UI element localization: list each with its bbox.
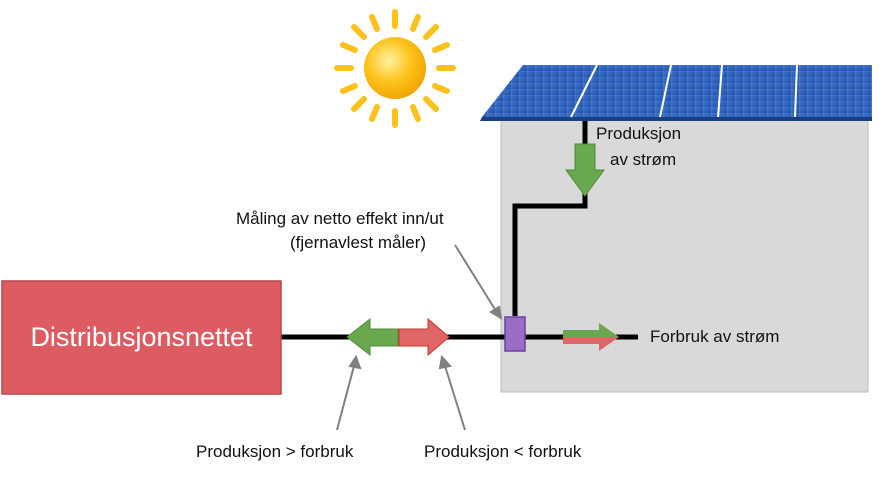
pointer-lines	[336, 244, 503, 431]
meter-label-line1: Måling av netto effekt inn/ut	[236, 209, 444, 228]
solar-panel-icon	[480, 64, 872, 121]
export-arrow	[346, 317, 399, 357]
import-label: Produksjon < forbruk	[424, 442, 582, 461]
meter-label-line2: (fjernavlest måler)	[290, 233, 427, 252]
production-arrow	[565, 143, 605, 197]
grid-label: Distribusjonsnettet	[30, 322, 253, 352]
production-label-line1: Produksjon	[596, 124, 682, 143]
consumption-arrow	[563, 323, 619, 351]
import-arrow	[398, 317, 450, 357]
export-label: Produksjon > forbruk	[196, 442, 354, 461]
production-label-line2: av strøm	[610, 150, 677, 169]
meter-icon	[504, 316, 526, 352]
grid-box	[1, 280, 282, 395]
consumption-label: Forbruk av strøm	[650, 327, 780, 346]
house-wall	[500, 99, 869, 393]
sun-icon	[334, 9, 456, 128]
